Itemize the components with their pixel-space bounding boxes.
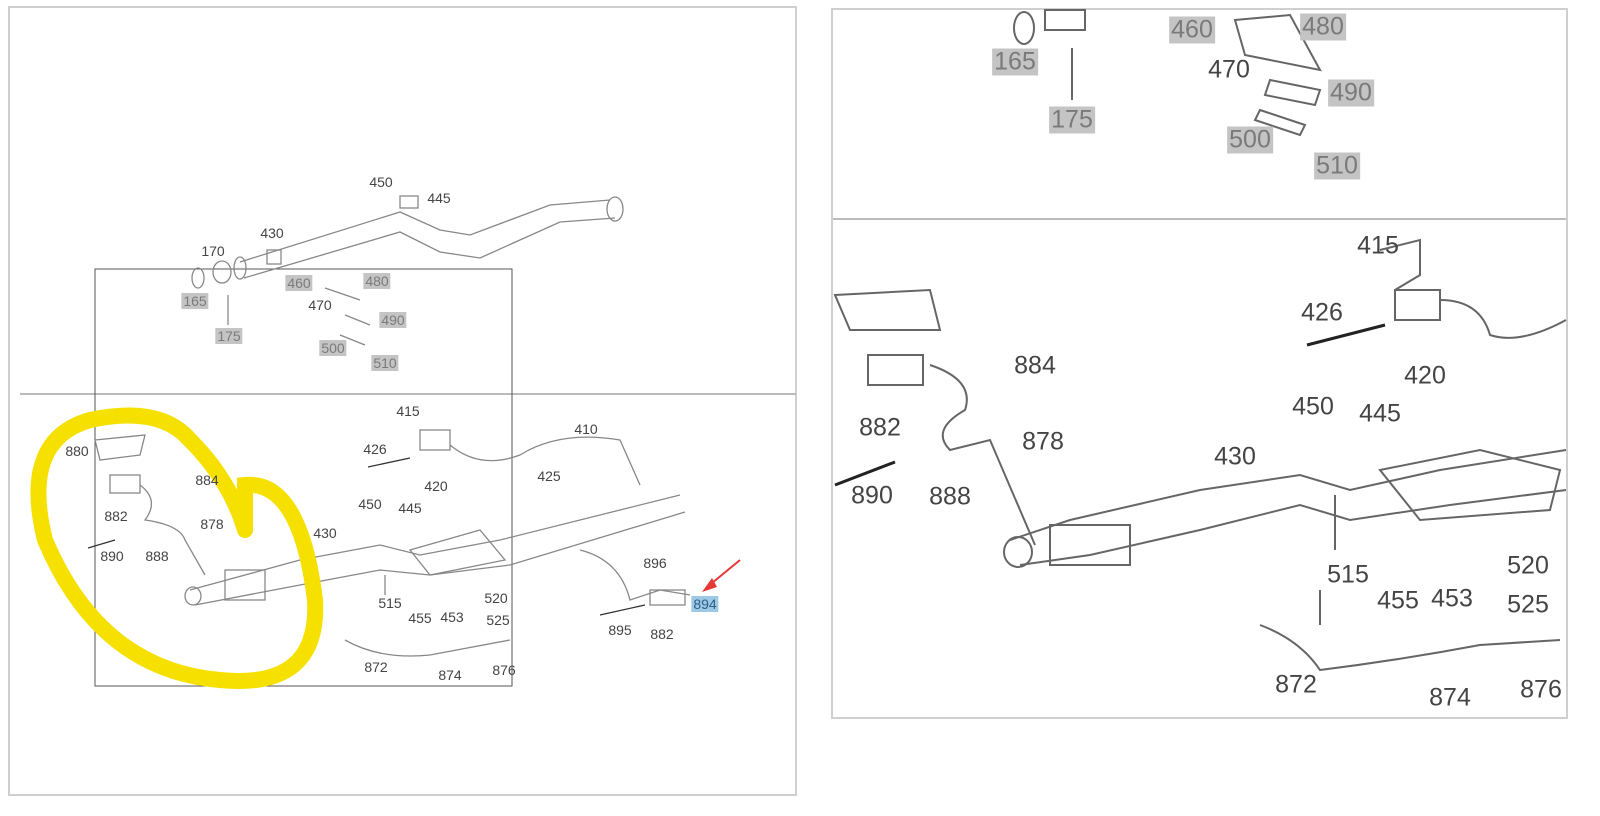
- part-label[interactable]: 455: [1377, 586, 1419, 615]
- part-label[interactable]: 888: [145, 548, 169, 564]
- part-label[interactable]: 872: [364, 659, 388, 675]
- part-label[interactable]: 874: [438, 667, 462, 683]
- part-label[interactable]: 426: [363, 441, 387, 457]
- highlighted-part-label[interactable]: 894: [691, 596, 719, 612]
- right-pipe-drawing: [833, 9, 1567, 672]
- part-label[interactable]: 896: [643, 555, 667, 571]
- part-label[interactable]: 420: [424, 478, 448, 494]
- left-diagram-panel: [8, 6, 797, 796]
- part-label[interactable]: 882: [104, 508, 128, 524]
- part-label[interactable]: 425: [537, 468, 561, 484]
- part-label[interactable]: 415: [1357, 231, 1399, 260]
- part-label[interactable]: 500: [319, 340, 347, 356]
- part-label[interactable]: 470: [1208, 55, 1250, 84]
- part-label[interactable]: 165: [181, 293, 209, 309]
- part-label[interactable]: 165: [992, 47, 1038, 76]
- part-label[interactable]: 884: [195, 472, 219, 488]
- part-label[interactable]: 890: [100, 548, 124, 564]
- part-label[interactable]: 500: [1227, 125, 1273, 154]
- part-label[interactable]: 876: [492, 662, 516, 678]
- yellow-highlight-annotation: [30, 407, 324, 689]
- part-label[interactable]: 490: [379, 312, 407, 328]
- part-label[interactable]: 410: [574, 421, 598, 437]
- part-label[interactable]: 415: [396, 403, 420, 419]
- part-label[interactable]: 470: [308, 297, 332, 313]
- part-label[interactable]: 884: [1014, 351, 1056, 380]
- part-label[interactable]: 430: [1214, 442, 1256, 471]
- zoom-region-frame: [94, 268, 513, 687]
- part-label[interactable]: 480: [363, 273, 391, 289]
- part-label[interactable]: 872: [1275, 670, 1317, 699]
- part-label[interactable]: 888: [929, 482, 971, 511]
- part-label[interactable]: 515: [1327, 560, 1369, 589]
- part-label[interactable]: 525: [1507, 590, 1549, 619]
- part-label[interactable]: 460: [285, 275, 313, 291]
- part-label[interactable]: 882: [650, 626, 674, 642]
- part-label[interactable]: 490: [1328, 78, 1374, 107]
- part-label[interactable]: 430: [313, 525, 337, 541]
- part-label[interactable]: 450: [369, 174, 393, 190]
- part-label[interactable]: 876: [1520, 675, 1562, 704]
- part-label[interactable]: 445: [398, 500, 422, 516]
- part-label[interactable]: 450: [1292, 392, 1334, 421]
- part-label[interactable]: 880: [65, 443, 89, 459]
- part-label[interactable]: 445: [427, 190, 451, 206]
- part-label[interactable]: 426: [1301, 298, 1343, 327]
- upper-pipe-drawing: [191, 195, 624, 346]
- part-label[interactable]: 520: [1507, 551, 1549, 580]
- red-arrow-icon: [702, 559, 741, 592]
- part-label[interactable]: 455: [408, 610, 432, 626]
- part-label[interactable]: 430: [260, 225, 284, 241]
- part-label[interactable]: 520: [484, 590, 508, 606]
- part-label[interactable]: 878: [200, 516, 224, 532]
- part-label[interactable]: 510: [371, 355, 399, 371]
- part-label[interactable]: 890: [851, 481, 893, 510]
- part-label[interactable]: 420: [1404, 361, 1446, 390]
- part-label[interactable]: 480: [1300, 12, 1346, 41]
- part-label[interactable]: 515: [378, 595, 402, 611]
- part-label[interactable]: 445: [1359, 399, 1401, 428]
- part-label[interactable]: 895: [608, 622, 632, 638]
- right-diagram-panel: [831, 8, 1568, 719]
- part-label[interactable]: 510: [1314, 151, 1360, 180]
- part-label[interactable]: 175: [215, 328, 243, 344]
- part-label[interactable]: 882: [859, 413, 901, 442]
- panel-dividers: [20, 218, 1566, 395]
- part-label[interactable]: 878: [1022, 427, 1064, 456]
- right-cables: [834, 323, 1386, 487]
- part-label[interactable]: 460: [1169, 15, 1215, 44]
- part-label[interactable]: 525: [486, 612, 510, 628]
- part-label[interactable]: 175: [1049, 105, 1095, 134]
- part-label[interactable]: 874: [1429, 683, 1471, 712]
- part-label[interactable]: 453: [1431, 584, 1473, 613]
- part-label[interactable]: 453: [440, 609, 464, 625]
- part-label[interactable]: 450: [358, 496, 382, 512]
- part-label[interactable]: 170: [201, 243, 225, 259]
- lower-pipe-drawing: [87, 429, 691, 657]
